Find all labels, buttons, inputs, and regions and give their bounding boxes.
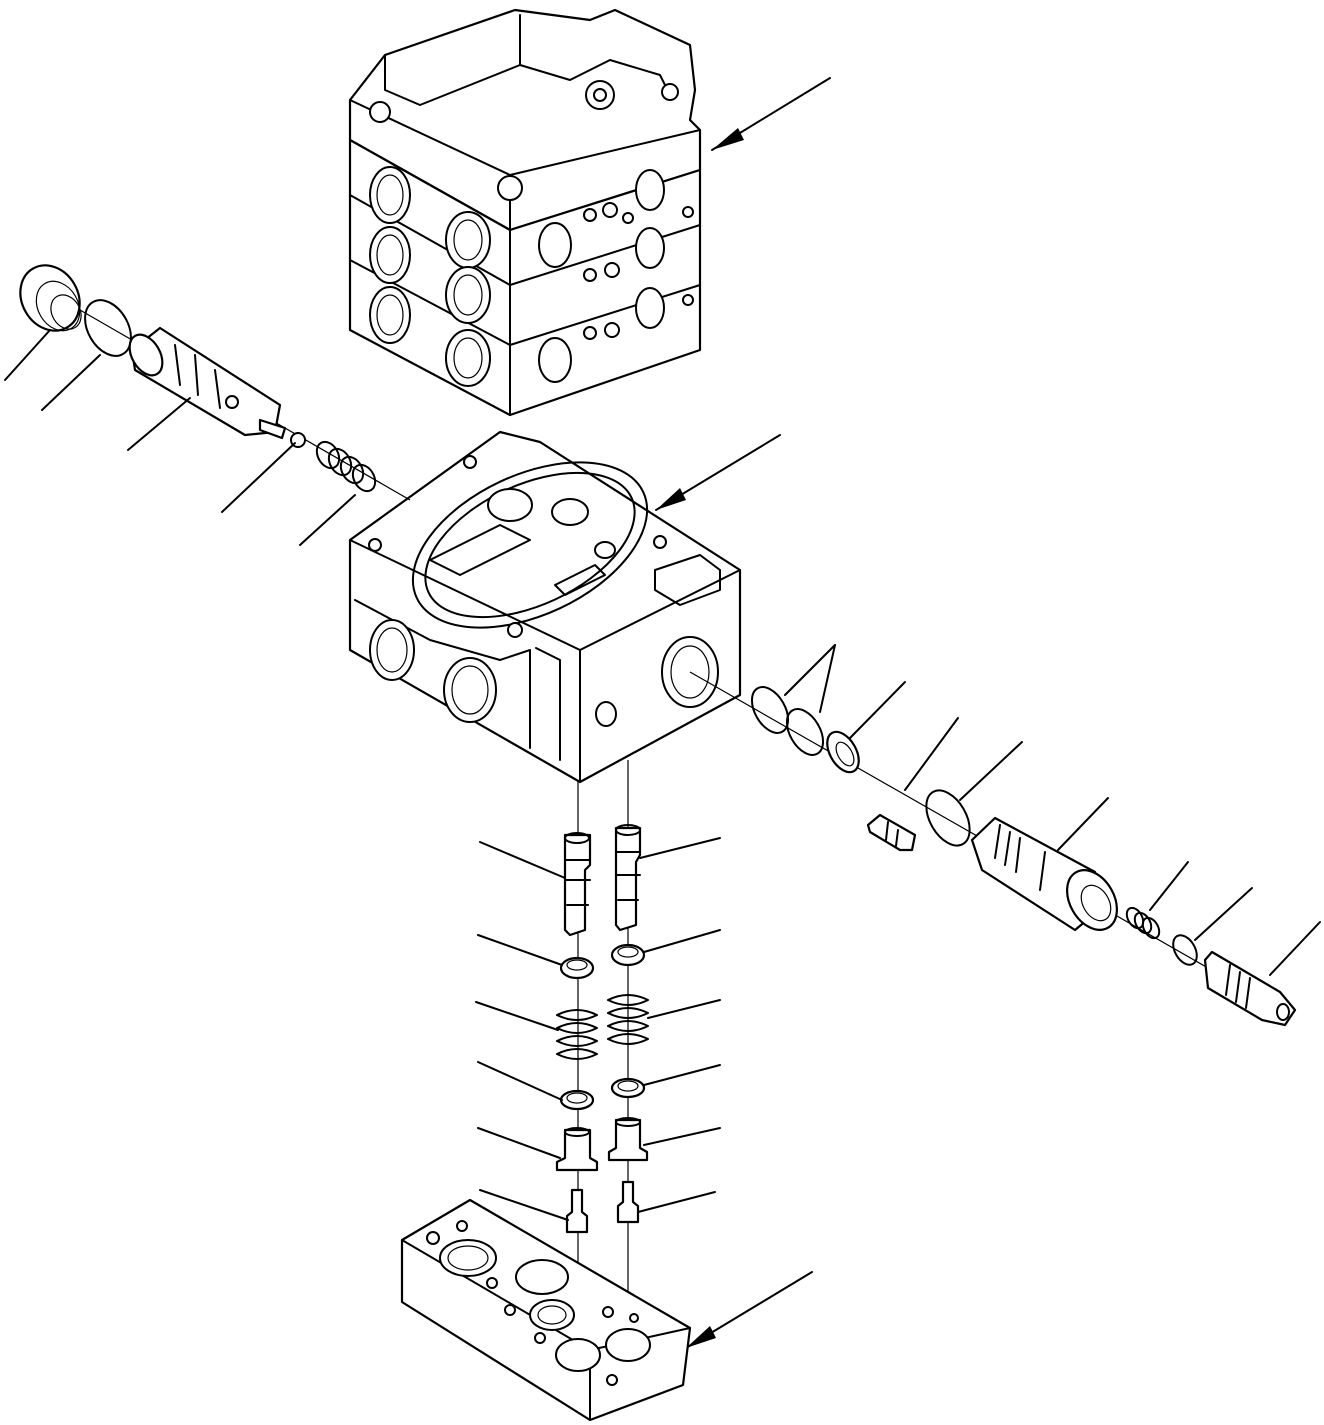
center-stack-parts [475, 760, 721, 1300]
relief-valve-body-part [970, 816, 1118, 932]
right-column [607, 824, 649, 1224]
reference-arrows [655, 77, 831, 1349]
adjuster-screw-part [1203, 950, 1297, 1027]
valve-section [348, 430, 742, 784]
seat-ring-part [826, 730, 860, 774]
bottom-cover-plate [400, 1198, 692, 1422]
spring-part [315, 440, 377, 493]
left-spool-parts [4, 264, 411, 546]
spool-part [128, 326, 287, 440]
right-relief-parts [689, 644, 1321, 1027]
poppet-part [866, 813, 917, 852]
left-column [555, 832, 599, 1234]
small-spring-part [1125, 906, 1161, 940]
plug-part [19, 264, 82, 332]
valve-stack-assembly [348, 8, 702, 417]
